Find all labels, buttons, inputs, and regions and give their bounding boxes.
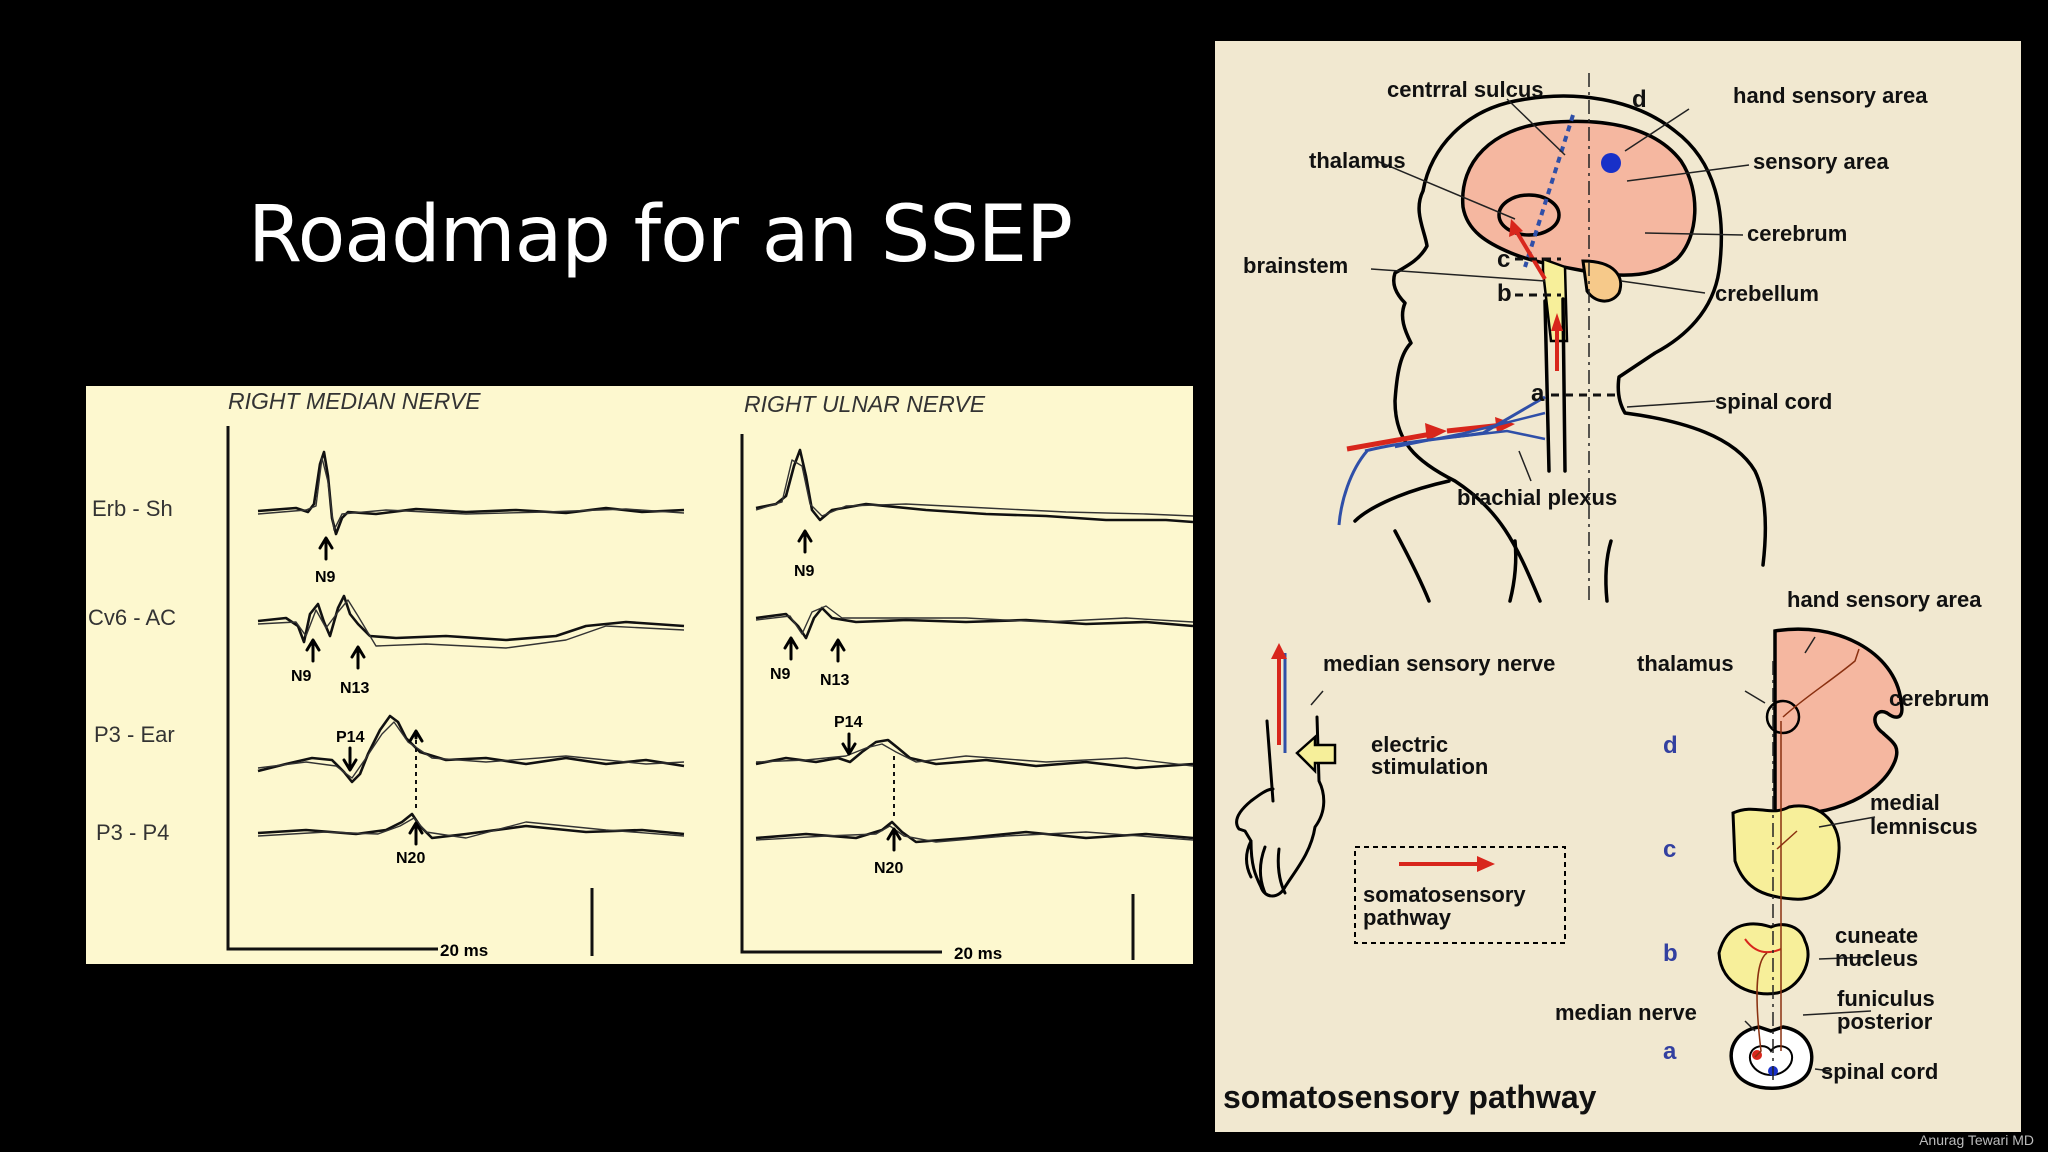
ulnar-n9-erb-marker: N9: [794, 529, 815, 580]
label-brachial-plexus: brachial plexus: [1457, 485, 1617, 510]
head-silhouette: [1353, 94, 1768, 603]
label-level-c-top: c: [1497, 246, 1510, 273]
label-level-d-top: d: [1632, 86, 1647, 113]
legend-arrow: [1399, 856, 1495, 872]
label-hand-sensory-area-bottom: hand sensory area: [1787, 587, 1982, 612]
brainstem-section-c: [1731, 804, 1841, 901]
label-thalamus-bottom: thalamus: [1637, 651, 1734, 676]
ulnar-n20-marker: N20: [874, 756, 903, 877]
svg-text:N9: N9: [770, 666, 791, 683]
ulnar-trace-erb: [755, 448, 1194, 524]
label-thalamus-top: thalamus: [1309, 148, 1406, 173]
label-spinal-cord-bottom: spinal cord: [1821, 1059, 1938, 1084]
legend-text-line1: somatosensory: [1363, 882, 1526, 907]
brachial-plexus-nerves: [1337, 395, 1546, 526]
svg-text:P14: P14: [834, 714, 863, 731]
hand-drawing: [1235, 643, 1337, 898]
leader-lines-top: [1370, 98, 1750, 482]
channel-label-p3-p4: P3 - P4: [96, 820, 169, 845]
hand-area-dot: [1601, 153, 1621, 173]
svg-text:P14: P14: [336, 729, 365, 746]
svg-text:N9: N9: [315, 569, 336, 586]
pathway-caption: somatosensory pathway: [1223, 1079, 1597, 1115]
median-axis: [226, 426, 438, 951]
ssep-waveform-svg: RIGHT MEDIAN NERVE RIGHT ULNAR NERVE Erb…: [88, 388, 1194, 963]
label-sensory-area: sensory area: [1753, 149, 1890, 174]
median-n9-erb-marker: N9: [315, 536, 336, 586]
svg-text:N9: N9: [291, 668, 312, 685]
label-level-c-bottom: c: [1663, 836, 1676, 863]
svg-text:N20: N20: [874, 860, 903, 877]
channel-label-p3-ear: P3 - Ear: [94, 722, 175, 747]
label-cerebrum-top: cerebrum: [1747, 221, 1847, 246]
pathway-arrows-top: [1346, 219, 1563, 452]
spinal-section-a: [1729, 1025, 1814, 1090]
label-medial: medial: [1870, 790, 1940, 815]
ulnar-p14-marker: P14: [834, 714, 863, 756]
pathway-line-bottom: [1754, 661, 1782, 1081]
somatosensory-pathway-figure: centrral sulcus d hand sensory area thal…: [1215, 41, 2021, 1132]
median-n13-marker: N13: [340, 645, 369, 697]
medulla-section-b: [1717, 922, 1810, 996]
ulnar-trace-p3-ear: [755, 738, 1194, 770]
median-trace-cv6: [257, 594, 685, 649]
spinal-cord-column: [1543, 297, 1567, 473]
pathway-svg: centrral sulcus d hand sensory area thal…: [1223, 73, 1989, 1115]
ulnar-n9-cv6-marker: N9: [770, 636, 799, 683]
label-level-b-top: b: [1497, 280, 1512, 307]
label-nucleus: nucleus: [1835, 946, 1918, 971]
leader-lines-bottom: [1310, 636, 1876, 1072]
label-level-a-top: a: [1531, 380, 1545, 407]
ulnar-trace-p3-p4: [755, 820, 1194, 844]
label-median-nerve: median nerve: [1555, 1000, 1697, 1025]
median-trace-erb: [257, 450, 685, 536]
label-level-d-bottom: d: [1663, 732, 1678, 759]
channel-label-erb: Erb - Sh: [92, 496, 173, 521]
svg-text:N13: N13: [340, 680, 369, 697]
level-markers-top: [1515, 257, 1619, 397]
median-trace-p3-ear: [257, 714, 685, 784]
label-level-b-bottom: b: [1663, 940, 1678, 967]
median-n9-cv6-marker: N9: [291, 638, 321, 685]
ulnar-trace-cv6: [755, 605, 1194, 640]
svg-text:N9: N9: [794, 563, 815, 580]
top-labels: centrral sulcus d hand sensory area thal…: [1243, 77, 1928, 510]
median-trace-p3-p4: [257, 812, 685, 840]
brain-outline: [1460, 119, 1697, 343]
watermark: Anurag Tewari MD: [1919, 1132, 2034, 1148]
ulnar-axis: [740, 434, 942, 954]
label-crebellum: crebellum: [1715, 281, 1819, 306]
median-nerve-title: RIGHT MEDIAN NERVE: [228, 388, 481, 414]
label-posterior: posterior: [1837, 1009, 1933, 1034]
label-spinal-cord-top: spinal cord: [1715, 389, 1832, 414]
sulcus-path-blue: [1523, 114, 1575, 268]
ulnar-n13-marker: N13: [820, 638, 849, 689]
label-level-a-bottom: a: [1663, 1038, 1677, 1065]
channel-label-cv6: Cv6 - AC: [88, 605, 176, 630]
median-n20-marker: N20: [396, 729, 425, 867]
ulnar-nerve-title: RIGHT ULNAR NERVE: [744, 391, 986, 417]
brain-section-bottom: [1765, 627, 1904, 816]
label-hand-sensory-area-top: hand sensory area: [1733, 83, 1928, 108]
label-electric: electric: [1371, 732, 1448, 757]
label-lemniscus: lemniscus: [1870, 814, 1978, 839]
ulnar-time-scale: 20 ms: [954, 944, 1002, 963]
label-funiculus: funiculus: [1837, 986, 1935, 1011]
svg-text:N13: N13: [820, 672, 849, 689]
median-p14-marker: P14: [336, 729, 365, 772]
label-median-sensory-nerve: median sensory nerve: [1323, 651, 1555, 676]
slide-title: Roadmap for an SSEP: [247, 190, 1073, 280]
label-brainstem: brainstem: [1243, 253, 1348, 278]
label-central-sulcus: centrral sulcus: [1387, 77, 1544, 102]
bottom-labels: hand sensory area median sensory nerve t…: [1223, 587, 1989, 1115]
legend-text-line2: pathway: [1363, 905, 1452, 930]
label-stimulation: stimulation: [1371, 754, 1488, 779]
ssep-waveform-figure: RIGHT MEDIAN NERVE RIGHT ULNAR NERVE Erb…: [86, 386, 1194, 964]
label-cerebrum-bottom: cerebrum: [1889, 686, 1989, 711]
median-time-scale: 20 ms: [440, 941, 488, 960]
svg-text:N20: N20: [396, 850, 425, 867]
label-cuneate: cuneate: [1835, 923, 1918, 948]
